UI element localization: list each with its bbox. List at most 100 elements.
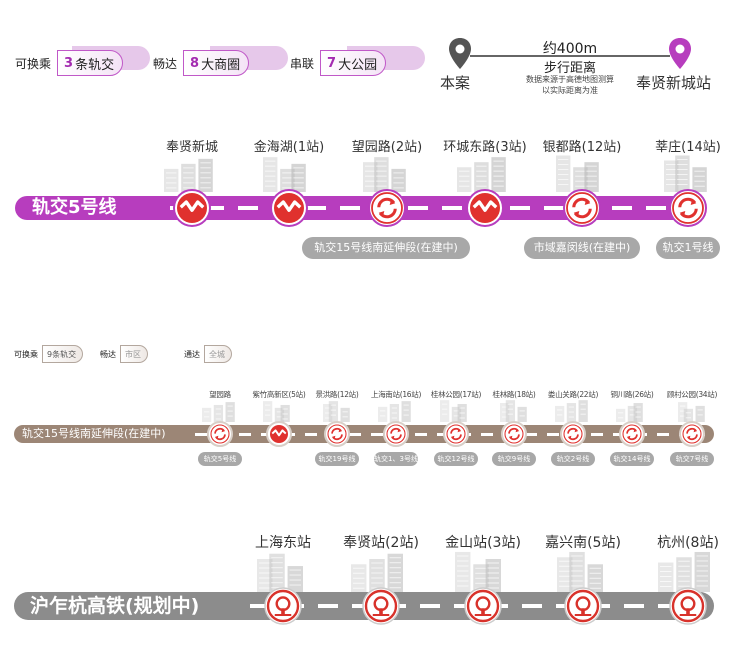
origin-label: 本案 bbox=[440, 74, 471, 92]
station-building-image bbox=[660, 150, 716, 196]
railway-logo-icon bbox=[362, 587, 400, 629]
station-building-image bbox=[453, 548, 513, 596]
transfer-icon bbox=[501, 421, 527, 451]
station-name: 银都路(12站) bbox=[542, 140, 622, 155]
station-name: 金山站(3站) bbox=[445, 535, 521, 551]
small-chip-value: 市区 bbox=[120, 345, 148, 363]
small-chip-key: 可换乘 bbox=[14, 349, 38, 359]
railway-logo-icon bbox=[264, 587, 302, 629]
location-pin-purple-icon bbox=[669, 38, 691, 69]
chip-number: 7 bbox=[327, 55, 337, 71]
station-building-image bbox=[253, 548, 313, 596]
station-name: 望园路 bbox=[209, 390, 231, 399]
station-building-image bbox=[261, 398, 297, 426]
station-building-image bbox=[554, 150, 610, 196]
transfer-icon bbox=[619, 421, 645, 451]
transfer-line-tag: 轨交7号线 bbox=[670, 452, 714, 466]
station-name: 奉贤新城 bbox=[165, 140, 218, 155]
transfer-line-tag: 轨交1、3号线 bbox=[374, 452, 418, 466]
station-building-image bbox=[658, 548, 718, 596]
station-name: 顾村公园(34站) bbox=[666, 390, 718, 399]
transfer-line-tag: 轨交9号线 bbox=[492, 452, 536, 466]
location-pin-gray-icon bbox=[449, 38, 471, 69]
distance-line bbox=[470, 55, 670, 57]
station-name: 嘉兴南(5站) bbox=[545, 535, 621, 551]
chip-key: 串联 bbox=[290, 56, 315, 71]
small-chip-value: 9条轨交 bbox=[42, 345, 84, 363]
transfer-line-tag: 轨交12号线 bbox=[434, 452, 478, 466]
station-building-image bbox=[164, 150, 220, 196]
metro-logo-icon bbox=[266, 421, 292, 451]
destination-label: 奉贤新城站 bbox=[636, 74, 712, 92]
transfer-icon bbox=[324, 421, 350, 451]
metro-logo-icon bbox=[173, 189, 211, 231]
station-building-image bbox=[202, 398, 238, 426]
chip-number: 8 bbox=[190, 55, 200, 71]
transfer-icon bbox=[368, 189, 406, 231]
small-chip-value: 全城 bbox=[204, 345, 232, 363]
railway-logo-icon bbox=[564, 587, 602, 629]
transfer-icon bbox=[443, 421, 469, 451]
station-name: 娄山关路(22站) bbox=[547, 390, 599, 399]
chip-rest: 大公园 bbox=[338, 57, 378, 73]
metro-logo-icon bbox=[270, 189, 308, 231]
transfer-line-tag: 轨交1号线 bbox=[656, 237, 720, 259]
station-name: 铜川路(26站) bbox=[610, 390, 654, 399]
distance-note-2: 以实际距离为准 bbox=[542, 86, 598, 95]
railway-logo-icon bbox=[464, 587, 502, 629]
station-name: 景洪路(12站) bbox=[315, 390, 359, 399]
station-building-image bbox=[553, 548, 613, 596]
line-5-name: 轨交5号线 bbox=[32, 197, 117, 218]
transfer-icon bbox=[669, 189, 707, 231]
small-feature-chip: 畅达市区 bbox=[100, 345, 148, 363]
station-building-image bbox=[261, 150, 317, 196]
distance-note-1: 数据来源于高德地图测算 bbox=[526, 75, 614, 84]
chip-key: 可换乘 bbox=[15, 56, 52, 71]
station-building-image bbox=[457, 150, 513, 196]
chip-key: 畅达 bbox=[153, 56, 178, 71]
station-building-image bbox=[614, 398, 650, 426]
chip-rest: 条轨交 bbox=[75, 57, 115, 73]
station-name: 金海湖(1站) bbox=[253, 140, 325, 155]
railway-logo-icon bbox=[669, 587, 707, 629]
small-feature-chip: 可换乘 9条轨交 bbox=[14, 345, 84, 363]
transfer-line-tag: 市域嘉闵线(在建中) bbox=[524, 237, 640, 259]
transfer-icon bbox=[563, 189, 601, 231]
station-building-image bbox=[319, 398, 355, 426]
transfer-icon bbox=[560, 421, 586, 451]
transfer-line-tag: 轨交2号线 bbox=[551, 452, 595, 466]
station-building-image bbox=[359, 150, 415, 196]
station-name: 望园路(2站) bbox=[351, 140, 423, 155]
hsr-name: 沪乍杭高铁(规划中) bbox=[30, 595, 200, 617]
line-15-name: 轨交15号线南延伸段(在建中) bbox=[22, 427, 166, 440]
station-building-image bbox=[674, 398, 710, 426]
chip-rest: 大商圈 bbox=[201, 57, 241, 73]
transfer-icon bbox=[207, 421, 233, 451]
station-name: 杭州(8站) bbox=[657, 535, 719, 551]
distance-value: 约400m bbox=[542, 41, 598, 57]
station-building-image bbox=[496, 398, 532, 426]
station-name: 桂林公园(17站) bbox=[430, 390, 482, 399]
transfer-icon bbox=[679, 421, 705, 451]
station-building-image bbox=[351, 548, 411, 596]
transfer-line-tag: 轨交19号线 bbox=[315, 452, 359, 466]
small-chip-key: 畅达 bbox=[100, 349, 116, 359]
transfer-line-tag: 轨交14号线 bbox=[610, 452, 654, 466]
chip-number: 3 bbox=[64, 55, 74, 71]
transfer-line-tag: 轨交5号线 bbox=[198, 452, 242, 466]
transfer-line-tag: 轨交15号线南延伸段(在建中) bbox=[302, 237, 470, 259]
station-building-image bbox=[555, 398, 591, 426]
small-feature-chip: 通达全城 bbox=[184, 345, 232, 363]
transfer-icon bbox=[383, 421, 409, 451]
station-name: 奉贤站(2站) bbox=[343, 535, 419, 551]
line-5-dash bbox=[170, 206, 690, 210]
station-name: 上海东站 bbox=[255, 535, 311, 551]
small-chip-key: 通达 bbox=[184, 349, 200, 359]
distance-mode: 步行距离 bbox=[543, 61, 596, 76]
